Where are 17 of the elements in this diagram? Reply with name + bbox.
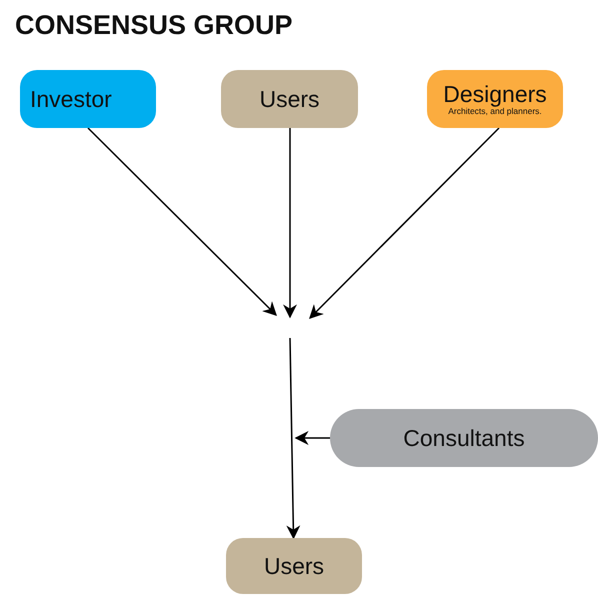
node-label: Users bbox=[259, 86, 320, 112]
rounded-box bbox=[221, 70, 358, 128]
arrow bbox=[87, 127, 277, 316]
node-subtitle: Architects, and planners. bbox=[448, 107, 542, 116]
node-label: Consultants bbox=[403, 426, 525, 450]
arrow bbox=[309, 127, 500, 319]
arrow bbox=[294, 431, 330, 445]
node-label: Investor bbox=[30, 86, 112, 112]
rounded-box bbox=[20, 70, 156, 128]
diagram-title: CONSENSUS GROUP bbox=[15, 10, 293, 41]
node-label: Users bbox=[264, 554, 324, 578]
arrow bbox=[283, 128, 297, 318]
node-label: Designers bbox=[443, 82, 547, 106]
arrow bbox=[286, 338, 300, 540]
rounded-box bbox=[427, 70, 563, 128]
rounded-box bbox=[330, 409, 598, 467]
rounded-box bbox=[226, 538, 362, 594]
